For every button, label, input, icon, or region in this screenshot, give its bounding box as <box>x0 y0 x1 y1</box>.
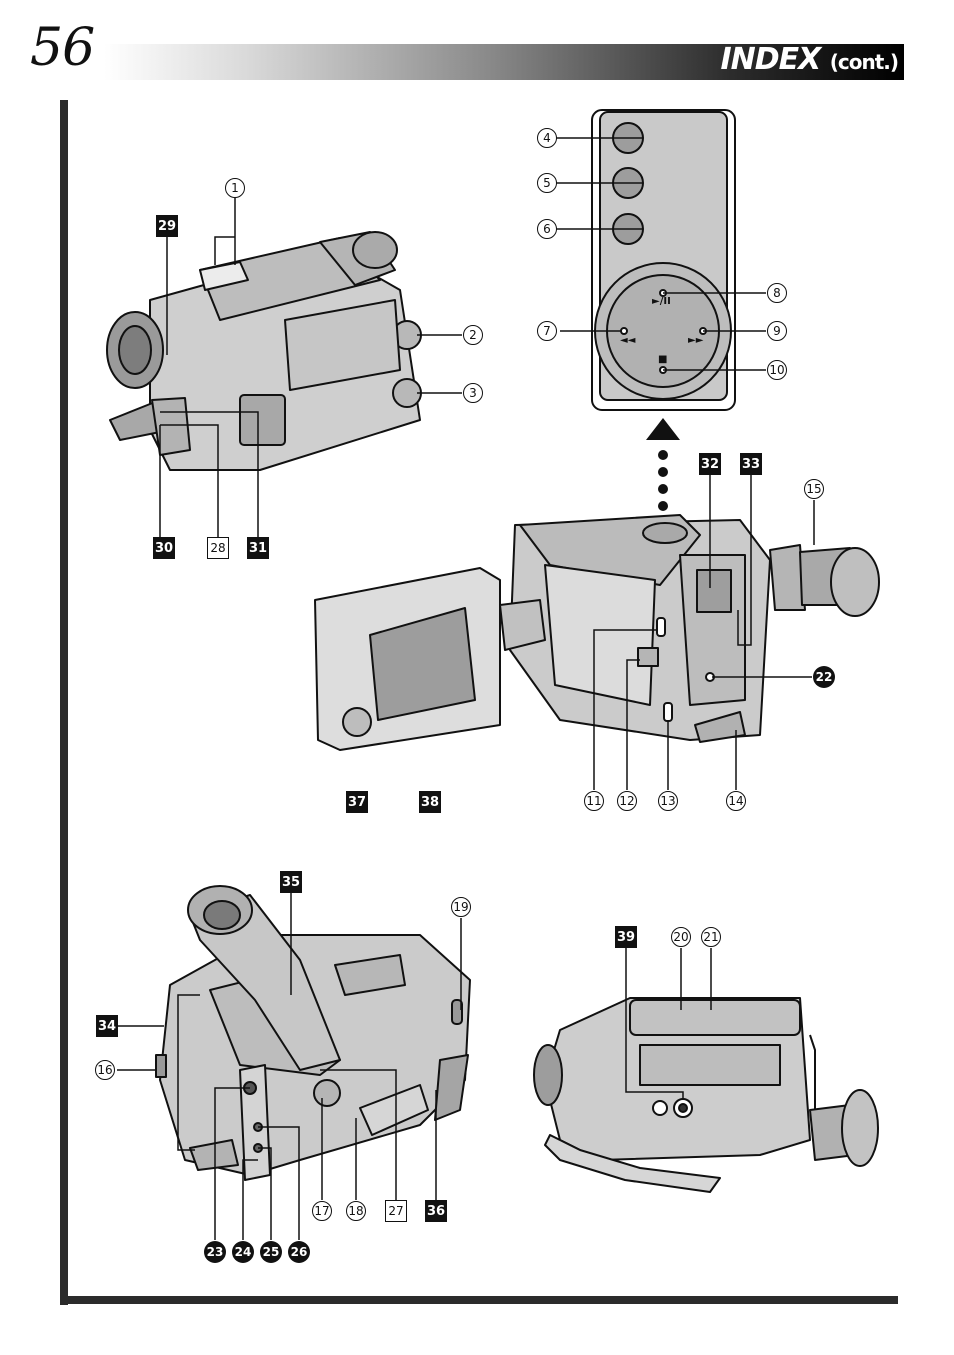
callout-32: 32 <box>699 453 721 475</box>
page-title: INDEX (cont.) <box>720 42 899 77</box>
callout-14: 14 <box>726 791 746 811</box>
fast-forward-symbol: ►► <box>688 335 704 346</box>
callout-39: 39 <box>615 926 637 948</box>
bottom-border-rule <box>60 1296 898 1304</box>
callout-3: 3 <box>463 383 483 403</box>
camcorder-rear-view <box>155 885 471 1181</box>
callout-19: 19 <box>451 897 471 917</box>
callout-11: 11 <box>584 791 604 811</box>
leader-lines <box>117 137 815 1240</box>
stop-symbol: ■ <box>658 354 668 365</box>
page-title-main: INDEX <box>720 42 821 77</box>
callout-18: 18 <box>346 1201 366 1221</box>
play-pause-symbol: ►/II <box>652 296 671 307</box>
callout-35: 35 <box>280 871 302 893</box>
callout-1: 1 <box>225 178 245 198</box>
camcorder-bottom-view <box>533 997 879 1193</box>
callout-16: 16 <box>95 1060 115 1080</box>
callout-9: 9 <box>767 321 787 341</box>
direction-arrow <box>646 418 680 528</box>
callout-29: 29 <box>156 215 178 237</box>
callout-24: 24 <box>232 1241 254 1263</box>
callout-22: 22 <box>813 666 835 688</box>
callout-36: 36 <box>425 1200 447 1222</box>
callout-33: 33 <box>740 453 762 475</box>
page-number: 56 <box>30 18 95 78</box>
callout-8: 8 <box>767 283 787 303</box>
callout-4: 4 <box>537 128 557 148</box>
callout-25: 25 <box>260 1241 282 1263</box>
callout-20: 20 <box>671 927 691 947</box>
left-border-rule <box>60 100 68 1305</box>
callout-27: 27 <box>385 1200 407 1222</box>
callout-31: 31 <box>247 537 269 559</box>
callout-2: 2 <box>463 325 483 345</box>
callout-30: 30 <box>153 537 175 559</box>
callout-10: 10 <box>767 360 787 380</box>
callout-23: 23 <box>204 1241 226 1263</box>
callout-6: 6 <box>537 219 557 239</box>
callout-26: 26 <box>288 1241 310 1263</box>
callout-17: 17 <box>312 1201 332 1221</box>
camcorder-front-view <box>106 231 422 471</box>
callout-7: 7 <box>537 321 557 341</box>
camcorder-side-view <box>314 514 880 751</box>
callout-34: 34 <box>96 1015 118 1037</box>
callout-13: 13 <box>658 791 678 811</box>
callout-12: 12 <box>617 791 637 811</box>
rewind-symbol: ◄◄ <box>620 335 636 346</box>
header-gradient-bar <box>104 44 904 80</box>
callout-15: 15 <box>804 479 824 499</box>
callout-37: 37 <box>346 791 368 813</box>
callout-5: 5 <box>537 173 557 193</box>
page-title-suffix: (cont.) <box>829 50 899 74</box>
callout-38: 38 <box>419 791 441 813</box>
callout-21: 21 <box>701 927 721 947</box>
callout-28: 28 <box>207 537 229 559</box>
remote-control <box>591 109 736 411</box>
